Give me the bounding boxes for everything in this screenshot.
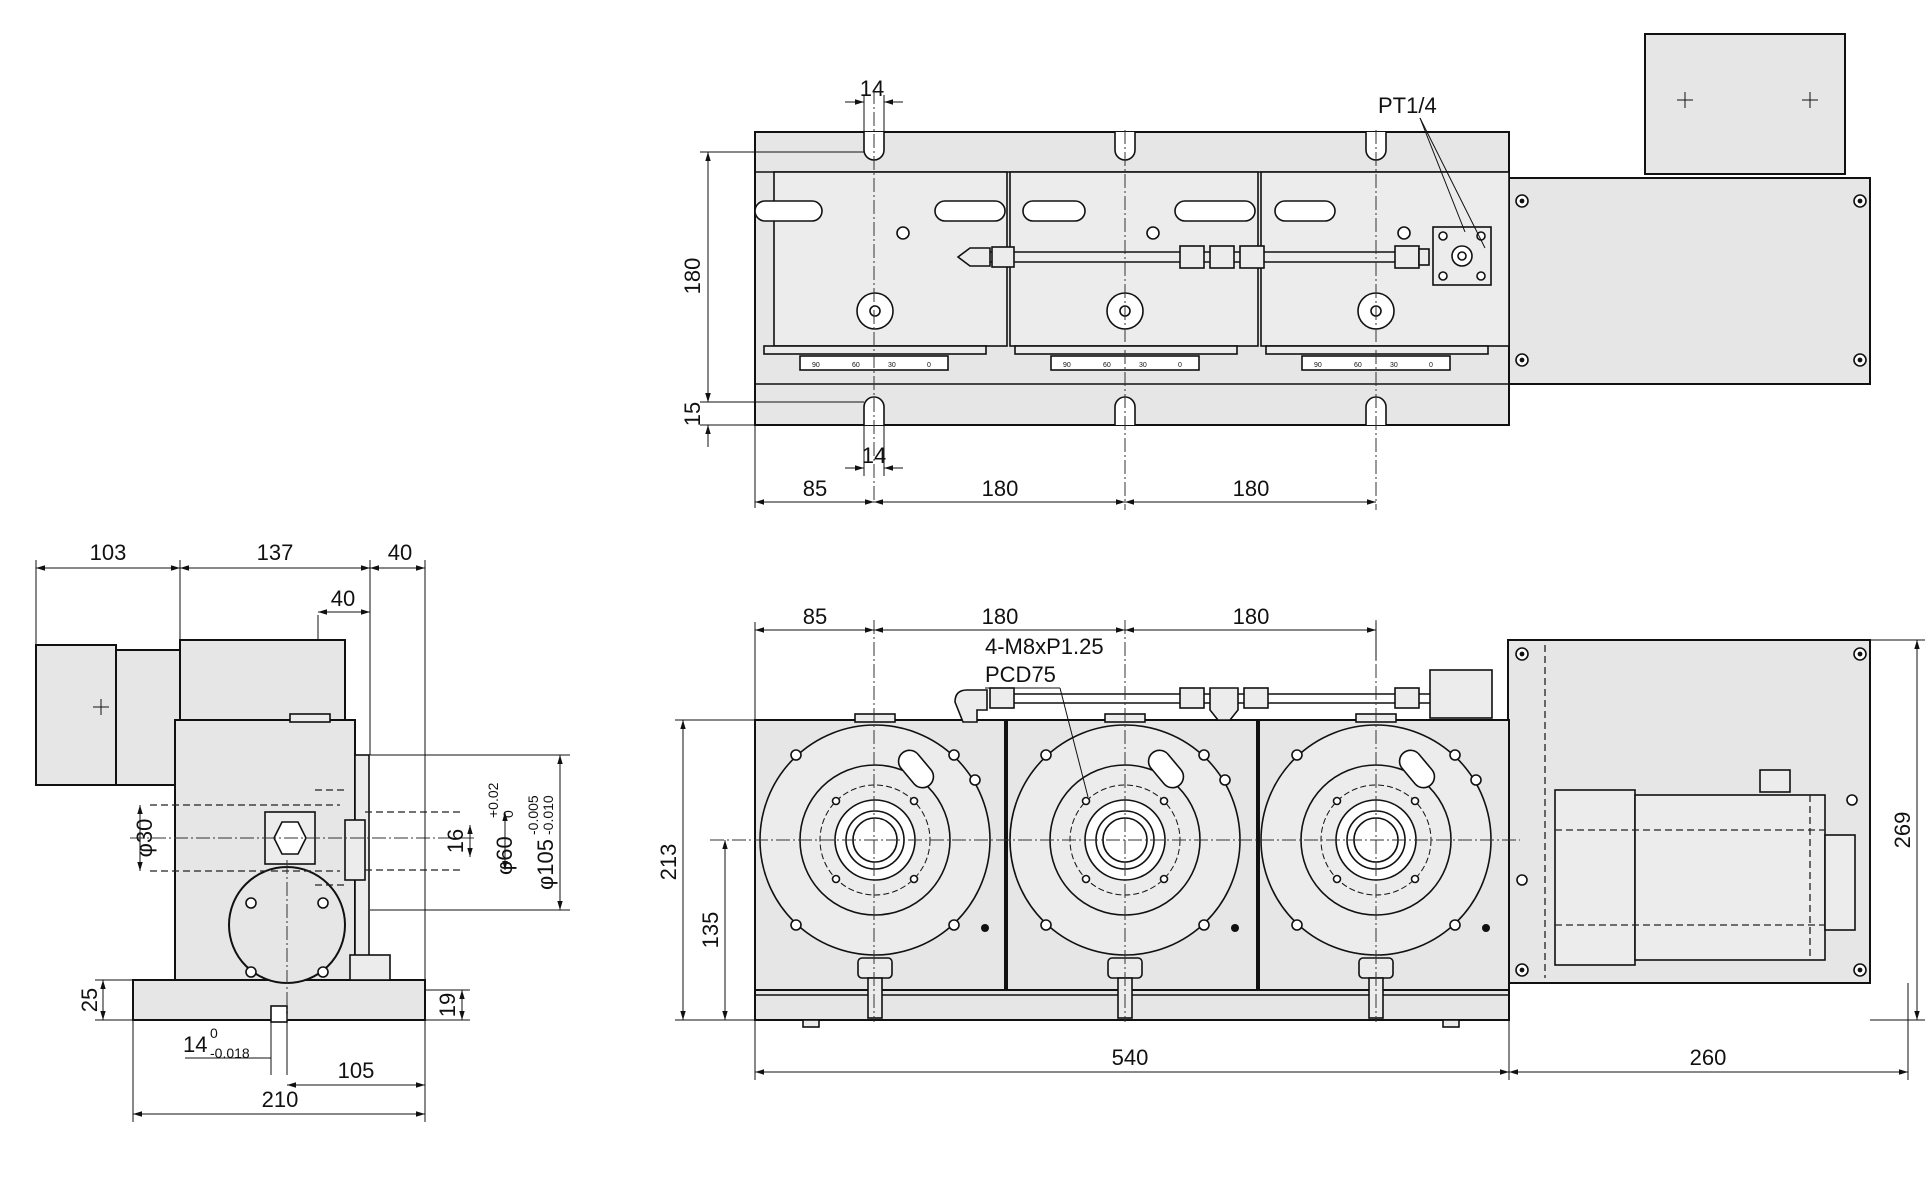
t-slots bbox=[863, 132, 1387, 425]
front-view: 85 180 180 4-M8xP1.25 PCD75 213 135 540 … bbox=[656, 604, 1925, 1080]
side-motor-neck bbox=[115, 649, 181, 786]
svg-text:30: 30 bbox=[1390, 362, 1398, 369]
angle-scale: 90 60 30 0 90 60 30 0 90 60 30 0 bbox=[812, 362, 1433, 369]
dim-flange-offset: 40 bbox=[388, 540, 412, 565]
dim-base-step: 19 bbox=[435, 993, 460, 1017]
dim-motor-height: 269 bbox=[1890, 812, 1915, 849]
dim-total-height: 213 bbox=[656, 844, 681, 881]
dim-body-width: 137 bbox=[257, 540, 294, 565]
dim-slot-top: 14 bbox=[860, 76, 884, 101]
dim-pilot-dia: φ60 bbox=[492, 836, 517, 875]
dim-flange-tol-lower: -0.010 bbox=[540, 795, 556, 835]
svg-text:0: 0 bbox=[1429, 362, 1433, 369]
svg-text:60: 60 bbox=[1354, 362, 1362, 369]
svg-text:60: 60 bbox=[1103, 362, 1111, 369]
dim-slot-bottom: 14 bbox=[862, 443, 886, 468]
side-view: 103 137 40 40 φ30 16 φ60 +0.02 0 φ105 -0… bbox=[35, 540, 570, 1122]
dim-pitch-front-1: 180 bbox=[982, 604, 1019, 629]
module-top-1 bbox=[754, 171, 1008, 371]
dim-motor-width: 103 bbox=[90, 540, 127, 565]
air-pipe-front bbox=[954, 687, 1430, 723]
svg-text:30: 30 bbox=[888, 362, 896, 369]
svg-text:30: 30 bbox=[1139, 362, 1147, 369]
air-pipe-top bbox=[956, 245, 1430, 269]
dim-pilot-tol-upper: +0.02 bbox=[485, 782, 501, 818]
dim-key-offset: 105 bbox=[338, 1058, 375, 1083]
dim-inner-offset: 40 bbox=[331, 586, 355, 611]
dim-pilot-tol-lower: 0 bbox=[500, 810, 516, 818]
dim-flange-dia: φ105 bbox=[533, 839, 558, 890]
rotary-table-3 bbox=[1258, 713, 1510, 1019]
motor-can-front bbox=[1634, 794, 1826, 961]
dim-key-tol-upper: 0 bbox=[210, 1025, 218, 1041]
dim-first-center-top: 85 bbox=[803, 476, 827, 501]
rotary-table-2 bbox=[1006, 713, 1258, 1019]
dim-key-tol-lower: -0.018 bbox=[210, 1045, 250, 1061]
motor-coupling-front bbox=[1554, 789, 1636, 966]
thread-note: 4-M8xP1.25 bbox=[985, 634, 1104, 659]
dim-pitch-top-1: 180 bbox=[982, 476, 1019, 501]
dim-height-180: 180 bbox=[680, 258, 705, 295]
dim-body-length: 540 bbox=[1112, 1045, 1149, 1070]
rotary-table-1 bbox=[754, 713, 1006, 1019]
dim-pitch-top-2: 180 bbox=[1233, 476, 1270, 501]
motor-housing-bolts bbox=[1515, 194, 1867, 367]
svg-text:90: 90 bbox=[1314, 362, 1322, 369]
port-thread-note: PT1/4 bbox=[1378, 93, 1437, 118]
svg-text:0: 0 bbox=[1178, 362, 1182, 369]
dim-bore-dia: φ30 bbox=[132, 819, 157, 858]
dim-first-center-front: 85 bbox=[803, 604, 827, 629]
svg-text:90: 90 bbox=[1063, 362, 1071, 369]
dim-flange-tol-upper: -0.005 bbox=[525, 795, 541, 835]
module-top-2 bbox=[1009, 171, 1259, 371]
dim-edge-15: 15 bbox=[680, 402, 705, 426]
valve-box-front bbox=[1429, 669, 1493, 719]
side-body-upper bbox=[179, 639, 346, 721]
valve-block-top bbox=[1432, 226, 1492, 286]
dim-base-width: 210 bbox=[262, 1087, 299, 1112]
pcd-note: PCD75 bbox=[985, 662, 1056, 687]
top-view: 90 60 30 0 90 60 30 0 90 60 30 0 bbox=[680, 33, 1871, 510]
svg-text:60: 60 bbox=[852, 362, 860, 369]
svg-text:90: 90 bbox=[812, 362, 820, 369]
svg-text:0: 0 bbox=[927, 362, 931, 369]
dim-motor-length: 260 bbox=[1690, 1045, 1727, 1070]
side-motor-box bbox=[35, 644, 117, 786]
dim-key-width: 14 bbox=[183, 1032, 207, 1057]
motor-box-top bbox=[1644, 33, 1846, 175]
dim-pitch-front-2: 180 bbox=[1233, 604, 1270, 629]
dim-center-height: 135 bbox=[698, 912, 723, 949]
dim-base-height: 25 bbox=[77, 988, 102, 1012]
motor-housing-top bbox=[1507, 177, 1871, 385]
dim-step: 16 bbox=[443, 829, 468, 853]
